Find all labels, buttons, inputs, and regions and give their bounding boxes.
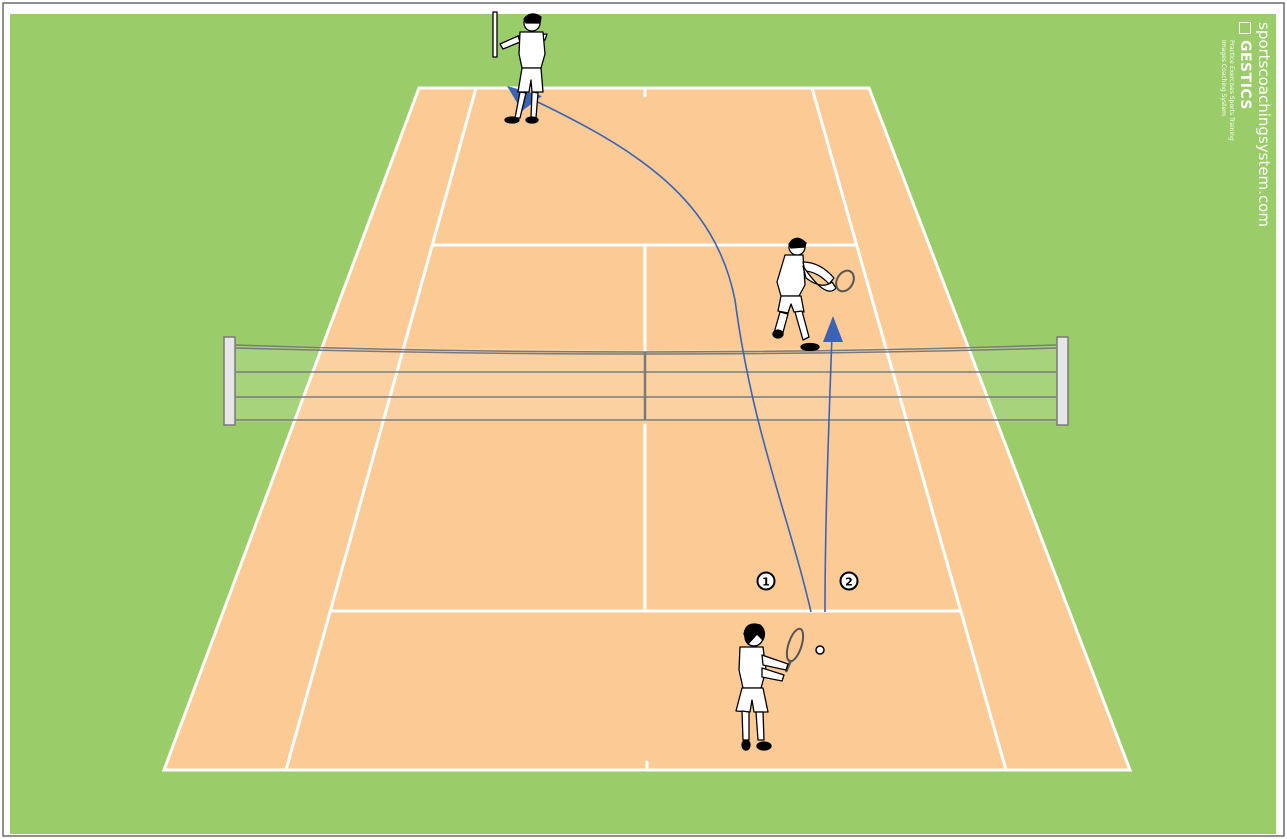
net: [223, 336, 1069, 426]
step-marker-2-label: 2: [845, 576, 853, 589]
shot-paths: [524, 95, 833, 613]
player-far-baseline: [492, 11, 548, 124]
shot-2-arrowhead: [823, 316, 843, 342]
court-surface: [164, 88, 1130, 770]
step-marker-2: 2: [839, 571, 859, 591]
gestics-logo-icon: [1239, 22, 1251, 34]
net-post-right: [1056, 336, 1069, 426]
step-marker-1: 1: [756, 571, 776, 591]
singles-sideline-right: [810, 86, 1008, 772]
branding-tagline-2: Images Coaching System: [1220, 40, 1227, 117]
branding-website: sportscoachingsystem.com: [1255, 22, 1273, 227]
doubles-sideline-outline: [161, 86, 1133, 772]
shot-2-path: [824, 334, 833, 613]
tennis-ball: [815, 645, 825, 655]
branding-rotated: sportscoachingsystem.com GESTICS Practic…: [1219, 22, 1273, 227]
gestics-branding: sportscoachingsystem.com GESTICS Practic…: [1220, 22, 1273, 322]
racket-net-player: [835, 269, 855, 293]
step-marker-1-label: 1: [762, 576, 770, 589]
singles-sideline-left: [284, 86, 478, 772]
branding-tagline-1: Practice Exercises Sports Training: [1228, 40, 1235, 141]
net-post-left: [223, 336, 236, 426]
shot-1-path: [524, 95, 812, 613]
player-near-server: [735, 623, 805, 751]
player-far-net: [772, 237, 855, 352]
court-lines: [161, 86, 1133, 772]
racket-far: [492, 11, 498, 58]
branding-row: GESTICS: [1237, 22, 1253, 227]
branding-name: GESTICS: [1237, 40, 1253, 111]
